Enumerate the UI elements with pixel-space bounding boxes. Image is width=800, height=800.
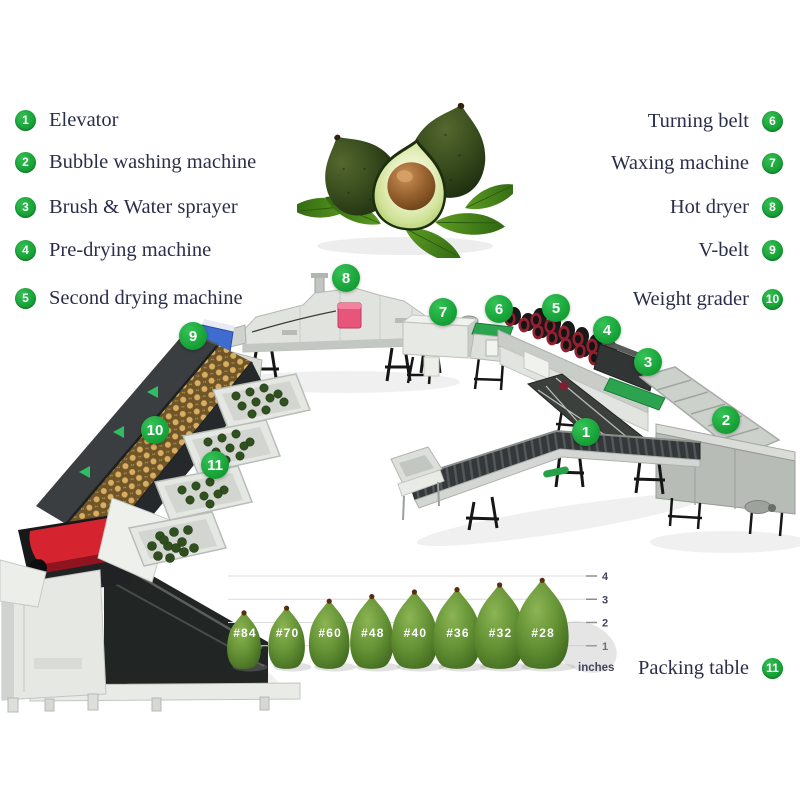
svg-text:4: 4 (602, 571, 609, 583)
legend-item-waxing: 7 Waxing machine (611, 150, 783, 176)
legend-badge-10: 10 (762, 288, 783, 310)
legend-badge-6: 6 (762, 110, 783, 132)
brand-logo-mark (543, 466, 569, 478)
size-chart-grid: 1 2 3 4 (228, 571, 609, 653)
elevator-conveyor (390, 429, 701, 531)
drive-red-cover (29, 517, 122, 565)
leaves (297, 184, 513, 258)
brush-sprayer-machine (593, 338, 666, 411)
belt-direction-arrows (79, 386, 158, 478)
hot-dryer-machine (242, 273, 442, 385)
legend-item-hot-dryer: 8 Hot dryer (670, 194, 783, 220)
spool-rollers (504, 307, 619, 372)
v-belt-unit (168, 319, 263, 422)
packing-tray (211, 373, 312, 429)
grader-cabinet (1, 569, 107, 713)
legend-badge-2: 2 (15, 151, 36, 173)
drying-roller-deck (497, 307, 649, 462)
svg-text:3: 3 (602, 594, 608, 606)
legend-badge-11: 11 (762, 657, 783, 679)
legend-label-pre-drying: Pre-drying machine (49, 238, 212, 261)
svg-text:#48: #48 (361, 626, 385, 640)
infeed-hopper (390, 446, 443, 485)
legend-label-packing-table: Packing table (637, 656, 749, 679)
legend-badge-5: 5 (15, 287, 36, 309)
legend-item-weight-grader: 10 Weight grader (633, 286, 783, 312)
grader-lower-frame (29, 548, 301, 712)
size-chart-unit-label: inches (578, 662, 614, 674)
legend-label-second-drying: Second drying machine (49, 286, 243, 309)
machine-marker-10: 10 (141, 416, 169, 444)
dryer-control-box (337, 302, 362, 329)
packing-tray (127, 511, 228, 567)
machine-marker-2: 2 (712, 406, 740, 434)
machine-marker-3: 3 (634, 348, 662, 376)
machine-marker-11: 11 (201, 451, 229, 479)
legend-label-hot-dryer: Hot dryer (669, 195, 749, 218)
legend-item-brush-sprayer: 3 Brush & Water sprayer (15, 194, 238, 220)
legend-label-v-belt: V-belt (698, 238, 750, 261)
dryer-pipe (314, 276, 325, 296)
svg-text:#40: #40 (404, 626, 428, 640)
legend-label-waxing: Waxing machine (611, 151, 749, 174)
machine-marker-6: 6 (485, 295, 513, 323)
legend-badge-7: 7 (762, 152, 783, 174)
machine-marker-4: 4 (593, 316, 621, 344)
outfeed-chute (0, 559, 47, 608)
legend-item-elevator: 1 Elevator (15, 107, 118, 133)
whole-avocado-right (409, 102, 486, 198)
turning-belt-machine (469, 322, 514, 391)
grader-drive-unit (18, 514, 132, 598)
legend-label-bubble-washing: Bubble washing machine (49, 150, 257, 173)
legend-badge-3: 3 (15, 196, 36, 218)
svg-text:#70: #70 (276, 626, 300, 640)
legend-item-packing-table: 11 Packing table (638, 655, 783, 681)
legend-badge-9: 9 (762, 239, 783, 261)
svg-text:2: 2 (602, 618, 608, 630)
legend-item-bubble-washing: 2 Bubble washing machine (15, 149, 256, 175)
machine-marker-8: 8 (332, 264, 360, 292)
waxing-machine (401, 314, 479, 385)
legend-item-turning-belt: 6 Turning belt (648, 108, 783, 134)
machine-marker-7: 7 (429, 298, 457, 326)
packing-tray (153, 465, 254, 521)
machine-shadows (59, 371, 800, 691)
machine-marker-1: 1 (572, 418, 600, 446)
svg-text:#32: #32 (489, 626, 513, 640)
washer-pump (744, 500, 772, 514)
legend-badge-4: 4 (15, 239, 36, 261)
legend-label-elevator: Elevator (49, 108, 119, 131)
weight-grader-conveyor (36, 330, 262, 565)
legend-item-v-belt: 9 V-belt (698, 237, 783, 263)
packing-tray (181, 419, 282, 475)
avocado-hero-image (297, 102, 513, 258)
hero-shadow (317, 237, 493, 255)
avocado-pit (387, 162, 436, 211)
bubble-washer-tank (655, 423, 796, 537)
size-chart-avocados: #84 #70 #60 #48 #40 #36 #32 #28 (227, 577, 617, 673)
washer-ramp (638, 366, 781, 457)
whole-avocado-left (325, 134, 399, 216)
svg-text:1: 1 (602, 641, 608, 653)
svg-text:#36: #36 (446, 626, 470, 640)
loose-avocados (147, 535, 189, 563)
elevator-steep-section (526, 373, 653, 461)
dryer-outfeed (227, 324, 247, 348)
machine-marker-9: 9 (179, 322, 207, 350)
legend-label-weight-grader: Weight grader (632, 287, 749, 310)
legend-item-pre-drying: 4 Pre-drying machine (15, 237, 211, 263)
legend-label-brush-sprayer: Brush & Water sprayer (49, 195, 238, 218)
machine-marker-5: 5 (542, 294, 570, 322)
half-avocado (372, 139, 447, 231)
legend-badge-8: 8 (762, 196, 783, 218)
legend-item-second-drying: 5 Second drying machine (15, 285, 243, 311)
svg-text:#84: #84 (233, 626, 257, 640)
svg-text:#28: #28 (531, 626, 555, 640)
svg-text:#60: #60 (318, 626, 342, 640)
packing-tables (97, 373, 312, 583)
legend-badge-1: 1 (15, 109, 36, 131)
legend-label-turning-belt: Turning belt (647, 109, 749, 132)
